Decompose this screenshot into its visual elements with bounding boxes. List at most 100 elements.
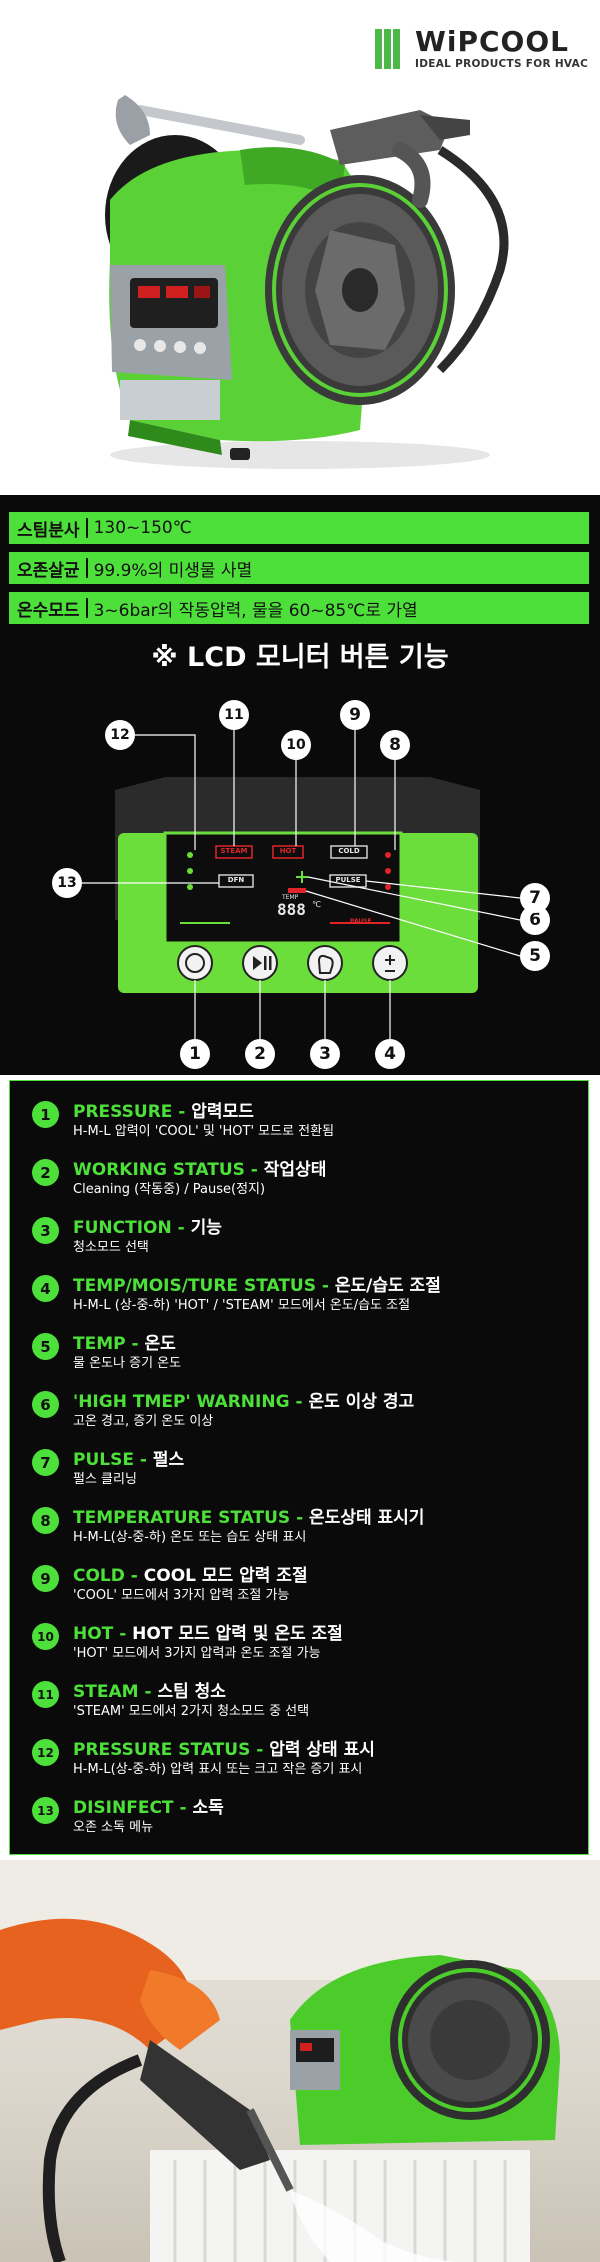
spec-label: 온수모드 [17, 600, 80, 621]
feature-number: 13 [32, 1797, 59, 1824]
feature-desc: H-M-L 압력이 'COOL' 및 'HOT' 모드로 전환됨 [73, 1124, 335, 1139]
feature-desc: H-M-L(상-중-하) 압력 표시 또는 크고 작은 증기 표시 [73, 1762, 363, 1777]
lcd-label-dfn: DFN [227, 876, 245, 884]
feature-title: TEMP/MOIS/TURE STATUS - 온도/습도 조절 [73, 1275, 572, 1297]
callout-12: 12 [105, 720, 135, 750]
feature-title: STEAM - 스팀 청소 [73, 1681, 572, 1703]
callout-4: 4 [375, 1039, 405, 1069]
feature-item-11: 11 STEAM - 스팀 청소 'STEAM' 모드에서 2가지 청소모드 중… [32, 1681, 572, 1721]
callout-13: 13 [52, 868, 82, 898]
feature-number: 1 [32, 1101, 59, 1128]
feature-title-ko: HOT 모드 압력 및 온도 조절 [132, 1624, 343, 1644]
brand-logo: WiPCOOL IDEAL PRODUCTS FOR HVAC [375, 28, 588, 70]
feature-title-ko: 작업상태 [263, 1160, 327, 1180]
feature-item-8: 8 TEMPERATURE STATUS - 온도상태 표시기 H-M-L(상-… [32, 1507, 572, 1547]
feature-title: 'HIGH TMEP' WARNING - 온도 이상 경고 [73, 1391, 572, 1413]
feature-title: PRESSURE - 압력모드 [73, 1101, 572, 1123]
callout-10: 10 [281, 730, 311, 760]
feature-item-10: 10 HOT - HOT 모드 압력 및 온도 조절 'HOT' 모드에서 3가… [32, 1623, 572, 1663]
lcd-label-temp: TEMP [282, 894, 299, 901]
feature-title: FUNCTION - 기능 [73, 1217, 572, 1239]
usage-photo [0, 1860, 600, 2262]
feature-desc: 펄스 클리닝 [73, 1472, 137, 1487]
callout-7: 7 [520, 883, 550, 913]
feature-number: 5 [32, 1333, 59, 1360]
feature-title-en: COLD - [73, 1566, 138, 1586]
feature-title-ko: 펄스 [152, 1450, 185, 1470]
feature-title-en: TEMPERATURE STATUS - [73, 1508, 304, 1528]
callout-5: 5 [520, 941, 550, 971]
feature-title: DISINFECT - 소독 [73, 1797, 572, 1819]
callout-8: 8 [380, 730, 410, 760]
feature-desc: 오존 소독 메뉴 [73, 1820, 154, 1835]
callout-1: 1 [180, 1039, 210, 1069]
lcd-label-hot: HOT [279, 847, 297, 855]
product-image [105, 95, 509, 469]
feature-item-6: 6 'HIGH TMEP' WARNING - 온도 이상 경고 고온 경고, … [32, 1391, 572, 1431]
spec-divider [85, 558, 88, 578]
feature-item-7: 7 PULSE - 펄스 펄스 클리닝 [32, 1449, 572, 1489]
feature-desc: H-M-L (상-중-하) 'HOT' / 'STEAM' 모드에서 온도/습도… [73, 1298, 411, 1313]
feature-number: 2 [32, 1159, 59, 1186]
feature-title-ko: 압력 상태 표시 [269, 1740, 375, 1760]
feature-title-ko: 온도/습도 조절 [334, 1276, 441, 1296]
feature-title-ko: 스팀 청소 [157, 1682, 226, 1702]
feature-title-ko: COOL 모드 압력 조절 [143, 1566, 308, 1586]
lcd-diagram [82, 716, 521, 1039]
feature-item-5: 5 TEMP - 온도 물 온도나 증기 온도 [32, 1333, 572, 1373]
lcd-temp-unit: ℃ [312, 900, 321, 909]
feature-title-en: STEAM - [73, 1682, 152, 1702]
logo-mark-icon [375, 29, 409, 69]
callout-3: 3 [310, 1039, 340, 1069]
spec-divider [85, 598, 88, 618]
callout-2: 2 [245, 1039, 275, 1069]
feature-item-4: 4 TEMP/MOIS/TURE STATUS - 온도/습도 조절 H-M-L… [32, 1275, 572, 1315]
feature-title-en: TEMP - [73, 1334, 139, 1354]
feature-title-en: FUNCTION - [73, 1218, 185, 1238]
feature-item-2: 2 WORKING STATUS - 작업상태 Cleaning (작동중) /… [32, 1159, 572, 1199]
feature-title-en: TEMP/MOIS/TURE STATUS - [73, 1276, 329, 1296]
feature-title-ko: 온도 이상 경고 [308, 1392, 415, 1412]
feature-title-en: PRESSURE - [73, 1102, 186, 1122]
feature-title: TEMP - 온도 [73, 1333, 572, 1355]
feature-number: 8 [32, 1507, 59, 1534]
feature-title-en: PULSE - [73, 1450, 147, 1470]
feature-title: WORKING STATUS - 작업상태 [73, 1159, 572, 1181]
spec-label: 스팀분사 [17, 520, 80, 541]
feature-title-en: HOT - [73, 1624, 127, 1644]
feature-title-ko: 온도상태 표시기 [309, 1508, 425, 1528]
feature-desc: 'STEAM' 모드에서 2가지 청소모드 중 선택 [73, 1704, 310, 1719]
feature-title-ko: 소독 [192, 1798, 224, 1818]
brand-tagline: IDEAL PRODUCTS FOR HVAC [415, 58, 589, 70]
feature-number: 7 [32, 1449, 59, 1476]
feature-item-3: 3 FUNCTION - 기능 청소모드 선택 [32, 1217, 572, 1257]
feature-number: 6 [32, 1391, 59, 1418]
spec-divider [85, 518, 88, 538]
feature-number: 12 [32, 1739, 59, 1766]
lcd-label-pulse: PULSE [335, 876, 361, 884]
feature-item-9: 9 COLD - COOL 모드 압력 조절 'COOL' 모드에서 3가지 압… [32, 1565, 572, 1605]
feature-desc: 청소모드 선택 [73, 1240, 149, 1255]
lcd-label-steam: STEAM [220, 847, 248, 855]
lcd-section-title: ※ LCD 모니터 버튼 기능 [151, 642, 449, 673]
feature-number: 3 [32, 1217, 59, 1244]
feature-desc: 물 온도나 증기 온도 [73, 1356, 182, 1371]
brand-name: WiPCOOL [415, 25, 569, 58]
feature-title: TEMPERATURE STATUS - 온도상태 표시기 [73, 1507, 572, 1529]
feature-number: 10 [32, 1623, 59, 1650]
feature-desc: H-M-L(상-중-하) 온도 또는 습도 상태 표시 [73, 1530, 307, 1545]
feature-desc: 'HOT' 모드에서 3가지 압력과 온도 조절 가능 [73, 1646, 321, 1661]
spec-bar-steam: 스팀분사 130~150℃ [9, 512, 589, 544]
usage-photo-image [0, 1860, 600, 2262]
callout-11: 11 [219, 700, 249, 730]
feature-title-en: DISINFECT - [73, 1798, 187, 1818]
feature-title: HOT - HOT 모드 압력 및 온도 조절 [73, 1623, 572, 1645]
spec-bar-hotwater: 온수모드 3~6bar의 작동압력, 물을 60~85℃로 가열 [9, 592, 589, 624]
feature-title-en: 'HIGH TMEP' WARNING - [73, 1392, 303, 1412]
feature-desc: 'COOL' 모드에서 3가지 압력 조절 가능 [73, 1588, 290, 1603]
feature-item-13: 13 DISINFECT - 소독 오존 소독 메뉴 [32, 1797, 572, 1837]
feature-number: 9 [32, 1565, 59, 1592]
feature-title-ko: 기능 [190, 1218, 222, 1238]
lcd-temp-digits: 888 [277, 900, 306, 919]
spec-label: 오존살균 [17, 560, 80, 581]
